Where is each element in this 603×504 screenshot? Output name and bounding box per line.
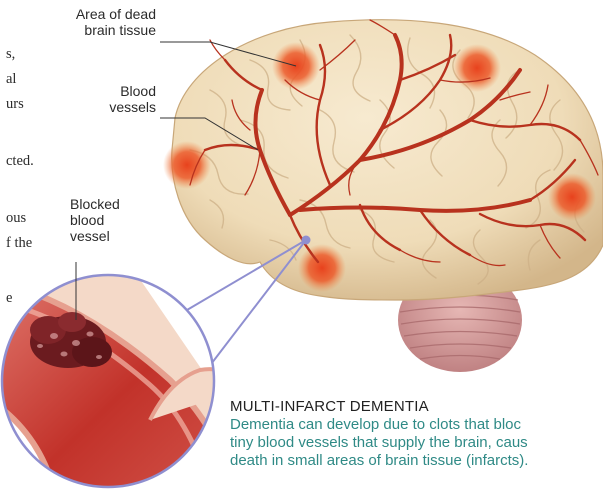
caption-line: death in small areas of brain tissue (in… <box>230 452 603 470</box>
caption-title: MULTI-INFARCT DEMENTIA <box>230 397 603 416</box>
body-text-fragment: e <box>6 288 12 309</box>
label-blocked-vessel: Blocked blood vessel <box>70 196 160 244</box>
brain-cerebrum <box>172 20 603 300</box>
body-text-fragment: urs <box>6 94 24 115</box>
body-text-fragment: al <box>6 69 16 90</box>
label-line: blood <box>70 212 160 228</box>
figure-caption: MULTI-INFARCT DEMENTIA Dementia can deve… <box>230 397 603 470</box>
label-line: brain tissue <box>30 22 156 38</box>
body-text-fragment: f the <box>6 233 32 254</box>
blockage-marker <box>302 236 311 245</box>
magnified-vessel <box>0 250 250 504</box>
label-line: vessels <box>60 99 156 115</box>
label-blood-vessels: Blood vessels <box>60 83 156 115</box>
label-line: Blocked <box>70 196 160 212</box>
label-line: Area of dead <box>30 6 156 22</box>
caption-line: Dementia can develop due to clots that b… <box>230 416 603 434</box>
body-text-fragment: cted. <box>6 151 34 172</box>
label-dead-tissue: Area of dead brain tissue <box>30 6 156 38</box>
body-text-fragment: s, <box>6 44 15 65</box>
infarct-spot <box>298 244 346 292</box>
infarct-spot <box>453 44 501 92</box>
caption-line: tiny blood vessels that supply the brain… <box>230 434 603 452</box>
body-text-fragment: ous <box>6 208 26 229</box>
label-line: Blood <box>60 83 156 99</box>
label-line: vessel <box>70 228 160 244</box>
infarct-spot <box>163 141 211 189</box>
